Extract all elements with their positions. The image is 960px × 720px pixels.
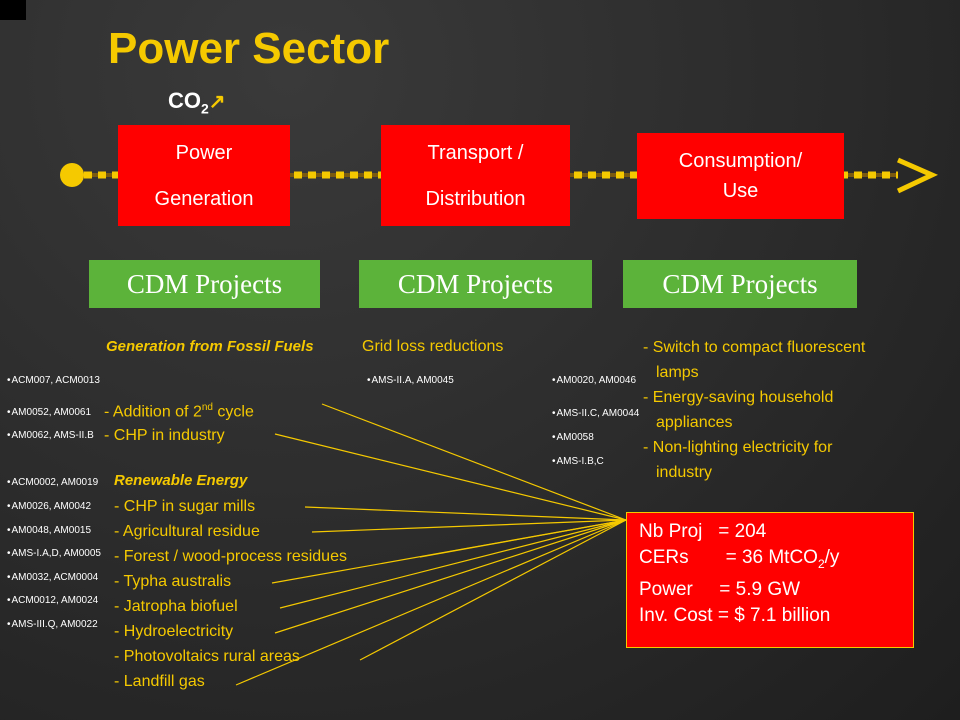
flow-arrowhead-icon — [896, 157, 939, 194]
co2-label: CO2↗ — [168, 88, 226, 116]
fossil-item-superscript: nd — [201, 402, 213, 413]
methodology-code: ACM007, ACM0013 — [7, 375, 100, 386]
methodology-code: AMS-I.A,D, AM0005 — [7, 548, 101, 559]
grid-loss-heading: Grid loss reductions — [362, 338, 504, 355]
methodology-code: AMS-II.A, AM0045 — [367, 375, 454, 386]
list-item: - Agricultural residue — [114, 523, 260, 540]
list-item: - Non-lighting electricity for — [643, 439, 833, 456]
list-item: - Switch to compact fluorescent — [643, 339, 866, 356]
summary-cers-unit: /y — [824, 547, 840, 568]
list-item-continuation: appliances — [656, 414, 733, 431]
co2-subscript: 2 — [201, 100, 209, 117]
fossil-item-text: cycle — [212, 403, 254, 421]
summary-investment: Inv. Cost = $ 7.1 billion — [639, 604, 831, 626]
methodology-code: AM0032, ACM0004 — [7, 572, 99, 583]
consumption-list: - Switch to compact fluorescent lamps - … — [643, 335, 953, 485]
stage-label: Consumption/ — [678, 150, 803, 172]
cdm-projects-consumption: CDM Projects — [623, 260, 857, 308]
stage-label: Transport / — [427, 141, 524, 164]
list-item: - Typha australis — [114, 573, 232, 590]
corner-mark — [0, 0, 26, 20]
methodology-code: AM0048, AM0015 — [7, 525, 92, 536]
renewable-list: - CHP in sugar mills - Agricultural resi… — [114, 494, 347, 694]
list-item: - Jatropha biofuel — [114, 598, 238, 615]
connector-line — [311, 519, 627, 533]
methodology-code: AMS-II.C, AM0044 — [552, 408, 640, 419]
renewable-energy-heading: Renewable Energy — [114, 472, 248, 489]
list-item: - Hydroelectricity — [114, 623, 234, 640]
fossil-item-chp-industry: - CHP in industry — [104, 427, 225, 444]
connector-line — [279, 519, 627, 609]
connector-line — [274, 519, 627, 634]
page-title: Power Sector — [108, 24, 390, 73]
summary-cers-subscript: 2 — [817, 556, 825, 571]
fossil-item-combined-cycle: - Addition of 2nd cycle — [104, 395, 254, 424]
methodology-code: ACM0012, AM0024 — [7, 595, 99, 606]
summary-box: Nb Proj = 204 CERs = 36 MtCO2/y Power = … — [626, 512, 914, 648]
methodology-code: AM0058 — [552, 432, 594, 443]
methodology-code: AM0052, AM0061 — [7, 407, 92, 418]
summary-power: Power = 5.9 GW — [639, 578, 801, 600]
list-item: - Photovoltaics rural areas — [114, 648, 300, 665]
flow-start-dot-icon — [60, 163, 84, 187]
connector-line — [304, 506, 627, 521]
connector-line — [359, 519, 627, 661]
co2-base: CO — [168, 88, 201, 113]
methodology-code: AMS-I.B,C — [552, 456, 604, 467]
cdm-projects-generation: CDM Projects — [89, 260, 320, 308]
stage-consumption-use: Consumption/ Use — [637, 133, 844, 219]
summary-cers-text: CERs = 36 MtCO — [639, 547, 818, 568]
summary-cers: CERs = 36 MtCO2/y — [639, 545, 901, 577]
list-item: - Energy-saving household — [643, 389, 834, 406]
stage-label: Distribution — [425, 187, 526, 210]
stage-label: Power — [175, 141, 233, 164]
summary-projects: Nb Proj = 204 — [639, 521, 767, 542]
methodology-code: ACM0002, AM0019 — [7, 477, 99, 488]
stage-label: Generation — [154, 187, 254, 210]
connector-line — [274, 433, 627, 521]
fossil-item-text: - Addition of 2 — [104, 403, 202, 421]
stage-transport-distribution: Transport / Distribution — [381, 125, 570, 226]
connector-line — [321, 403, 627, 521]
list-item: - Forest / wood-process residues — [114, 548, 347, 565]
connector-line — [271, 519, 627, 584]
fossil-fuels-heading: Generation from Fossil Fuels — [106, 338, 314, 355]
methodology-code: AM0020, AM0046 — [552, 375, 637, 386]
cdm-projects-transport: CDM Projects — [359, 260, 592, 308]
list-item-continuation: lamps — [656, 364, 699, 381]
list-item-continuation: industry — [656, 464, 713, 481]
list-item: - CHP in sugar mills — [114, 498, 256, 515]
methodology-code: AMS-III.Q, AM0022 — [7, 619, 98, 630]
co2-arrow-icon: ↗ — [208, 91, 226, 113]
methodology-code: AM0026, AM0042 — [7, 501, 92, 512]
connector-line — [235, 519, 627, 686]
methodology-code: AM0062, AMS-II.B — [7, 430, 94, 441]
stage-power-generation: Power Generation — [118, 125, 290, 226]
list-item: - Landfill gas — [114, 673, 205, 690]
stage-label: Use — [722, 180, 759, 202]
